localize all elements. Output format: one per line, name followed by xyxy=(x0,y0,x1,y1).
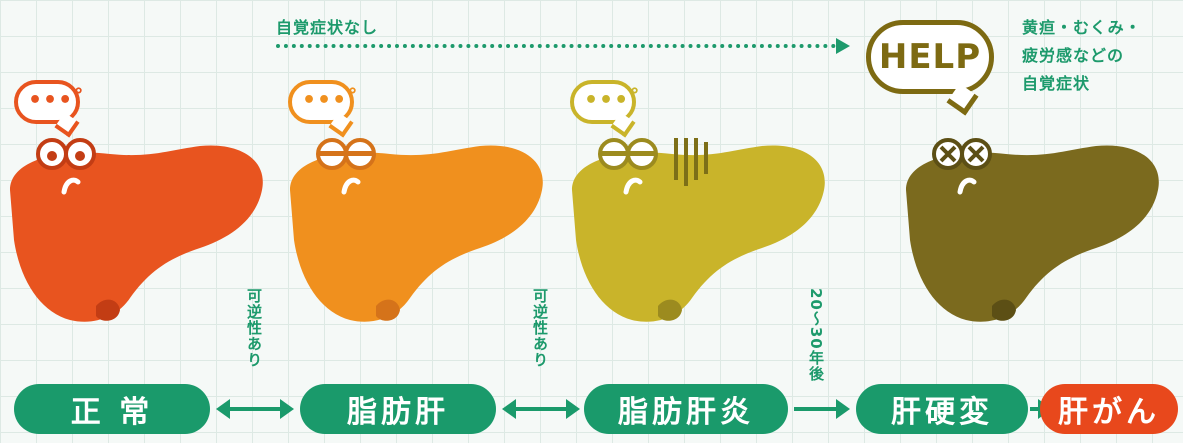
no-symptoms-label: 自覚症状なし xyxy=(276,18,379,37)
liver-illustrations xyxy=(10,138,1159,322)
fatty-speech-bubble-icon: •••˚ xyxy=(288,80,358,124)
fatty-liver-icon xyxy=(290,138,543,322)
nash-speech-bubble-icon: •••˚ xyxy=(570,80,640,124)
cancer-arrow-icon xyxy=(1030,399,1052,419)
stage-nash-label: 脂肪肝炎 xyxy=(618,395,754,430)
stage-liver-cancer-label: 肝がん xyxy=(1058,395,1160,430)
stage-cirrhosis-label: 肝硬変 xyxy=(891,395,993,430)
reversible-note-2: 可逆性あり xyxy=(531,288,549,368)
no-symptoms-dotted-line xyxy=(276,44,836,48)
normal-liver-icon xyxy=(10,138,263,322)
symptoms-note: 黄疸・むくみ・ 疲労感などの 自覚症状 xyxy=(1022,14,1172,98)
stage-normal-pill: 正 常 xyxy=(14,384,210,434)
nash-liver-icon xyxy=(572,138,825,322)
progression-arrow-icon xyxy=(794,399,850,419)
symptoms-line-3: 自覚症状 xyxy=(1022,74,1091,93)
symptoms-line-2: 疲労感などの xyxy=(1022,46,1125,65)
stage-normal-label: 正 常 xyxy=(70,395,154,430)
years-note: 20〜30年後 xyxy=(807,288,825,382)
cirrhosis-liver-icon xyxy=(906,138,1159,322)
stage-liver-cancer-pill: 肝がん xyxy=(1040,384,1178,434)
stage-cirrhosis-pill: 肝硬変 xyxy=(856,384,1028,434)
reversible-note-1: 可逆性あり xyxy=(245,288,263,368)
dotted-line-arrow-icon xyxy=(836,38,850,54)
reversible-arrow-1-icon xyxy=(216,399,294,419)
stage-nash-pill: 脂肪肝炎 xyxy=(584,384,788,434)
stage-fatty-liver-pill: 脂肪肝 xyxy=(300,384,496,434)
stage-fatty-liver-label: 脂肪肝 xyxy=(347,395,449,430)
normal-speech-bubble-icon: •••˚ xyxy=(14,80,84,124)
help-text: HELP xyxy=(878,37,982,77)
help-speech-bubble: HELP xyxy=(866,20,994,94)
reversible-arrow-2-icon xyxy=(502,399,580,419)
symptoms-line-1: 黄疸・むくみ・ xyxy=(1022,18,1142,37)
